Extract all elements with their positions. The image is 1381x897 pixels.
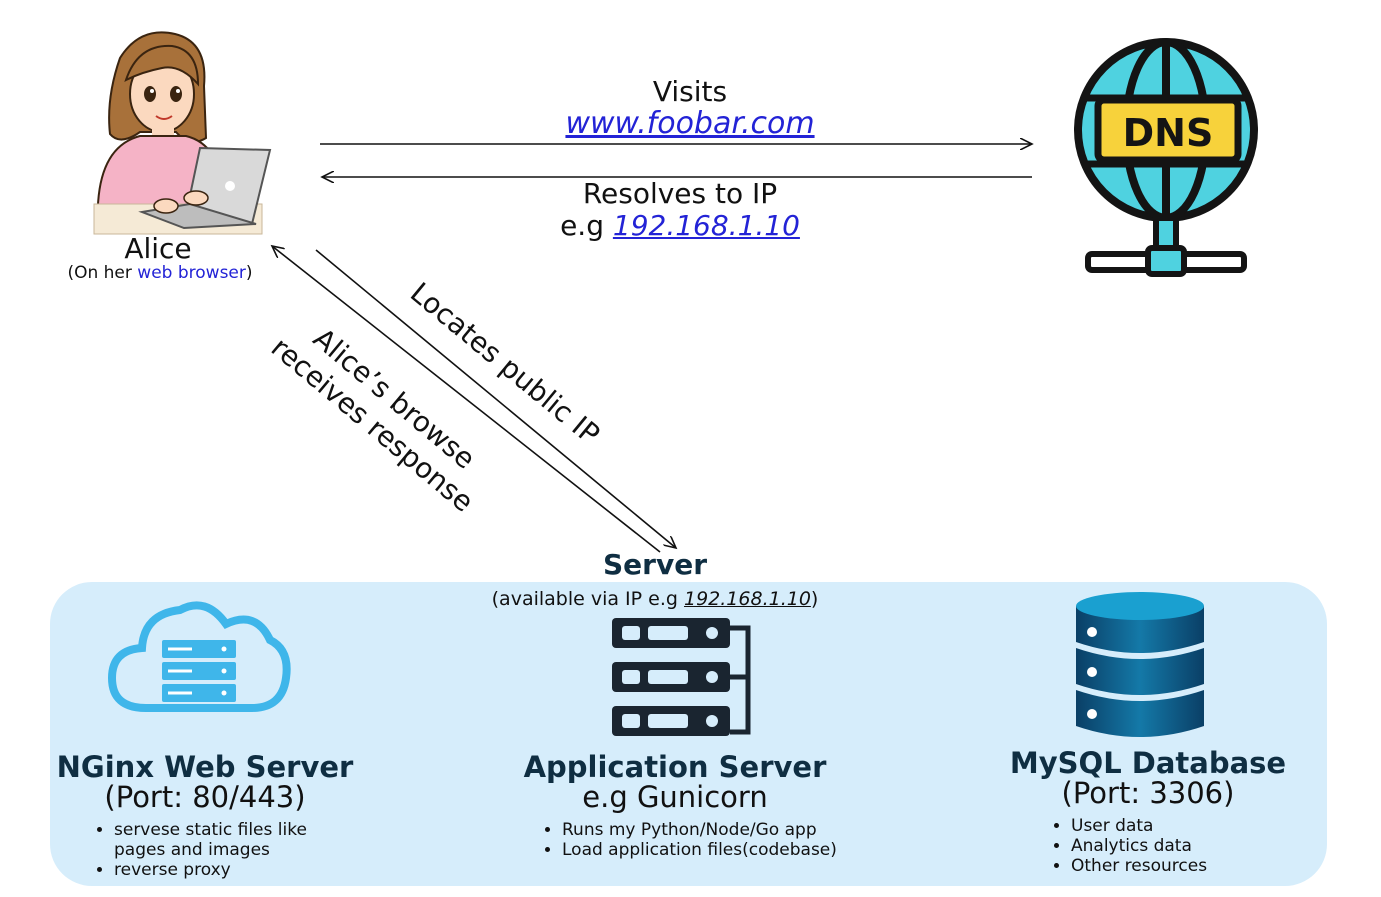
visits-text: Visits — [652, 75, 728, 108]
alice-subtitle-close: ) — [245, 263, 253, 283]
nginx-bullet: servese static files like pages and imag… — [114, 820, 354, 860]
mysql-subtitle: (Port: 3306) — [1061, 776, 1235, 810]
resolve-label: Resolves to IP e.g 192.168.1.10 — [480, 178, 880, 242]
app-server-title: Application Server — [523, 750, 827, 784]
resolve-eg: e.g — [560, 209, 613, 242]
server-rack-icon — [612, 618, 751, 736]
request-label: Visits www.foobar.com — [490, 76, 890, 140]
resolves-text: Resolves to IP — [582, 177, 778, 210]
nginx-bullet: reverse proxy — [114, 860, 354, 880]
alice-subtitle: (On her web browser) — [40, 263, 280, 283]
mysql-bullets: User data Analytics data Other resources — [1053, 816, 1311, 876]
app-server-bullets: Runs my Python/Node/Go app Load applicat… — [544, 820, 862, 860]
alice-name: Alice — [124, 232, 192, 265]
mysql-bullet: User data — [1071, 816, 1311, 836]
database-icon — [1076, 592, 1204, 737]
app-server-subtitle: e.g Gunicorn — [582, 780, 768, 814]
server-subtitle-open: (available via IP e.g — [491, 588, 684, 610]
nginx-title: NGinx Web Server — [56, 750, 354, 784]
dns-globe-icon: DNS — [1074, 38, 1258, 277]
server-subtitle-close: ) — [810, 588, 819, 610]
dns-label: DNS — [1123, 111, 1214, 155]
cloud-server-icon — [107, 601, 291, 712]
resolved-ip-link[interactable]: 192.168.1.10 — [612, 209, 800, 242]
server-subtitle: (available via IP e.g 192.168.1.10) — [470, 588, 840, 610]
mysql-bullet: Other resources — [1071, 856, 1311, 876]
mysql-title: MySQL Database — [1009, 746, 1287, 780]
alice-subtitle-open: (On her — [67, 263, 138, 283]
response-arrow — [272, 246, 661, 553]
alice-avatar — [93, 31, 272, 235]
server-ip-link[interactable]: 192.168.1.10 — [684, 588, 811, 610]
app-server-bullet: Runs my Python/Node/Go app — [562, 820, 862, 840]
app-server-bullet: Load application files(codebase) — [562, 840, 862, 860]
nginx-subtitle: (Port: 80/443) — [104, 780, 306, 814]
mysql-bullet: Analytics data — [1071, 836, 1311, 856]
foobar-url-link[interactable]: www.foobar.com — [565, 106, 815, 141]
server-title: Server — [602, 548, 707, 581]
web-browser-link[interactable]: web browser — [137, 263, 246, 283]
locate-arrow — [315, 249, 676, 548]
nginx-bullets: servese static files like pages and imag… — [96, 820, 354, 880]
